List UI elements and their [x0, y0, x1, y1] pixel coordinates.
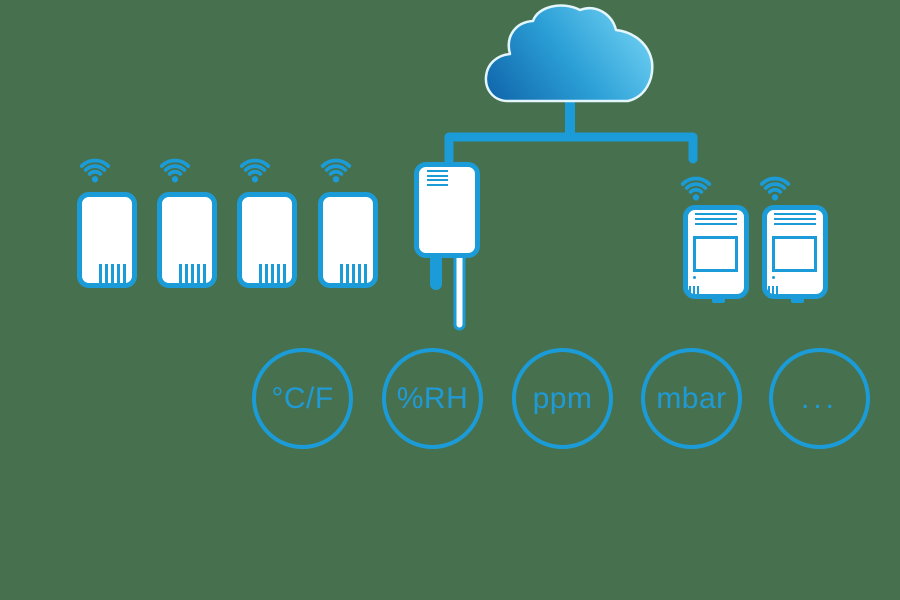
logger-led	[693, 276, 696, 279]
logger-vent-line	[695, 223, 737, 225]
gateway-antenna-stub	[430, 250, 442, 290]
connector-lines	[444, 132, 698, 171]
wifi-icon	[680, 176, 712, 201]
unit-circle-more: ...	[769, 348, 870, 449]
logger-foot	[712, 296, 725, 303]
sensor-vents	[99, 264, 126, 288]
logger-side-vents	[768, 286, 778, 298]
logger-side-vents	[689, 286, 699, 298]
gateway-probe	[453, 246, 466, 331]
wifi-icon	[159, 158, 191, 183]
wifi-icon	[79, 158, 111, 183]
unit-circle-ppm: ppm	[512, 348, 613, 449]
wireless-sensor-4	[318, 192, 378, 288]
unit-label: ...	[800, 381, 838, 415]
sensor-vents	[340, 264, 367, 288]
unit-label: %RH	[396, 381, 469, 415]
wireless-sensor-1	[77, 192, 137, 288]
sensor-vents	[179, 264, 206, 288]
gateway-device	[414, 162, 480, 258]
logger-vent-line	[695, 213, 737, 215]
data-logger-2	[762, 205, 828, 303]
wireless-sensor-3	[237, 192, 297, 288]
logger-foot	[791, 296, 804, 303]
cloud-icon	[484, 4, 654, 103]
logger-vent-line	[774, 223, 816, 225]
logger-vent-line	[695, 218, 737, 220]
logger-display	[772, 236, 817, 272]
wireless-sensor-2	[157, 192, 217, 288]
data-logger-1	[683, 205, 749, 303]
logger-vent-line	[774, 213, 816, 215]
wifi-icon	[320, 158, 352, 183]
unit-label: mbar	[656, 381, 727, 415]
logger-display	[693, 236, 738, 272]
unit-label: ppm	[532, 381, 593, 415]
sensor-vents	[259, 264, 286, 288]
unit-label: °C/F	[271, 381, 334, 415]
logger-vent-line	[774, 218, 816, 220]
unit-circle-humidity: %RH	[382, 348, 483, 449]
unit-circle-temperature: °C/F	[252, 348, 353, 449]
wifi-icon	[759, 176, 791, 201]
wifi-icon	[239, 158, 271, 183]
gateway-vents	[427, 170, 448, 188]
unit-circle-pressure: mbar	[641, 348, 742, 449]
logger-led	[772, 276, 775, 279]
